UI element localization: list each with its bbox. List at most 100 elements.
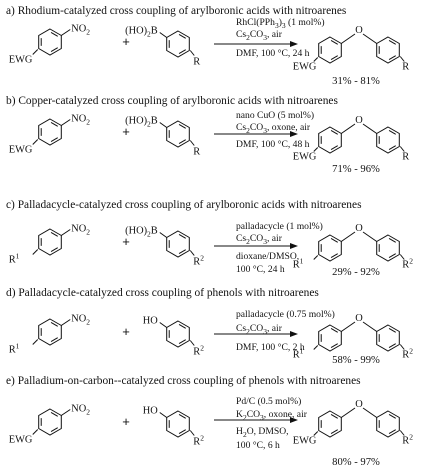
product-right-ring <box>376 234 400 262</box>
ring-outline <box>376 234 400 262</box>
nitro-bond <box>60 29 71 36</box>
ring-outline <box>38 228 62 256</box>
ring-double-bond <box>50 322 58 327</box>
ring-double-bond <box>388 343 396 348</box>
reactant2-ring <box>166 30 190 58</box>
ether-bond-left <box>340 123 356 134</box>
ether-bond-right <box>362 33 378 44</box>
ring-outline <box>38 28 62 56</box>
condition-line-below: DMF, 100 °C, 48 h <box>236 139 310 150</box>
reaction-arrowhead <box>290 41 298 47</box>
product-right-label: R2 <box>402 257 413 271</box>
section-heading: d) Palladacycle-catalyzed cross coupling… <box>6 287 319 299</box>
ether-oxygen-label: O <box>355 25 363 36</box>
condition-line-below: 100 °C, 6 h <box>236 440 280 451</box>
ring-outline <box>38 118 62 146</box>
ring-double-bond <box>388 145 396 150</box>
ring-double-bond <box>388 130 396 135</box>
ring-outline <box>376 126 400 154</box>
ring-outline <box>318 324 342 352</box>
reaction-arrowhead <box>290 243 298 249</box>
reaction-section-b: b) Copper-catalyzed cross coupling of ar… <box>6 95 409 175</box>
ring-double-bond <box>178 324 186 329</box>
reactant1-ring-label: EWG <box>9 55 33 66</box>
ring-double-bond <box>330 429 338 434</box>
nitro-group-label: NO2 <box>71 24 90 37</box>
ring-double-bond <box>330 253 338 258</box>
ring-outline <box>166 120 190 148</box>
nitroarene-ring <box>38 228 62 256</box>
ring-double-bond <box>330 343 338 348</box>
ring-double-bond <box>388 238 396 243</box>
ether-oxygen-label: O <box>355 223 363 234</box>
product-left-label: EWG <box>293 436 317 447</box>
product-right-ring <box>376 410 400 438</box>
condition-line-below: DMF, 100 °C, 24 h <box>236 48 310 59</box>
condition-line-above: K2CO3, oxone, air <box>236 409 308 422</box>
ring-double-bond <box>50 427 58 432</box>
ring-double-bond <box>330 238 338 243</box>
reactant2-group-bond <box>159 32 168 38</box>
reactant2-ring-label: R2 <box>193 254 204 268</box>
nitro-group-label: NO2 <box>71 404 90 417</box>
section-heading: c) Palladacycle-catalyzed cross coupling… <box>6 199 362 211</box>
ring-double-bond <box>388 328 396 333</box>
product-left-ring <box>318 410 342 438</box>
product-right-label: R2 <box>402 433 413 447</box>
ring-double-bond <box>330 414 338 419</box>
ring-double-bond <box>178 414 186 419</box>
reactant2-ring-label: R2 <box>193 344 204 358</box>
ether-oxygen-label: O <box>355 115 363 126</box>
substituent-bond <box>399 56 405 62</box>
product-left-label: R1 <box>293 257 304 271</box>
ring-outline <box>318 36 342 64</box>
section-heading: a) Rhodium-catalyzed cross coupling of a… <box>6 5 347 17</box>
reactant2-ring-label: R <box>193 147 200 158</box>
ring-outline <box>166 320 190 348</box>
ring-double-bond <box>178 249 186 254</box>
ring-double-bond <box>388 40 396 45</box>
ring-outline <box>376 324 400 352</box>
reactant2-ring <box>166 230 190 258</box>
substituent-bond <box>189 50 195 56</box>
substituent-bond <box>313 57 319 62</box>
substituent-bond <box>399 146 405 152</box>
ether-bond-left <box>340 33 356 44</box>
ring-double-bond <box>178 234 186 239</box>
substituent-bond <box>313 255 319 260</box>
nitro-group-label: NO2 <box>71 224 90 237</box>
reactant2-group-bond <box>159 122 168 128</box>
reactant2-group-bond <box>159 412 168 418</box>
condition-line-below: 100 °C, 24 h <box>236 264 285 275</box>
nitroarene-ring <box>38 118 62 146</box>
product-right-ring <box>376 324 400 352</box>
reactant2-ring <box>166 410 190 438</box>
substituent-bond <box>399 430 405 436</box>
ring-double-bond <box>50 247 58 252</box>
nitro-group-label: NO2 <box>71 114 90 127</box>
reactant2-group-label: HO <box>143 316 159 327</box>
nitro-bond <box>60 409 71 416</box>
condition-line-above: Cs2CO3, air <box>236 323 283 336</box>
yield-range: 58% - 99% <box>332 355 380 366</box>
ring-double-bond <box>330 40 338 45</box>
yield-range: 29% - 92% <box>332 267 380 278</box>
condition-line-above: Cs2CO3, oxone, air <box>236 122 311 135</box>
reactant2-group-label: HO <box>143 406 159 417</box>
ring-double-bond <box>178 139 186 144</box>
nitro-bond <box>60 119 71 126</box>
reactant2-group-label: (HO)2B <box>125 116 158 129</box>
nitro-bond <box>60 319 71 326</box>
ring-double-bond <box>330 145 338 150</box>
condition-line-above: palladacycle (0.75 mol%) <box>236 309 335 320</box>
substituent-bond <box>189 250 195 256</box>
substituent-bond <box>32 429 39 435</box>
plus-sign: + <box>122 414 130 429</box>
reactant2-group-label: (HO)2B <box>125 26 158 39</box>
product-left-label: R1 <box>293 347 304 361</box>
ring-outline <box>166 30 190 58</box>
reactant2-group-label: (HO)2B <box>125 226 158 239</box>
condition-line-below: DMF, 100 °C, 2 h <box>236 342 305 353</box>
substituent-bond <box>32 49 39 55</box>
